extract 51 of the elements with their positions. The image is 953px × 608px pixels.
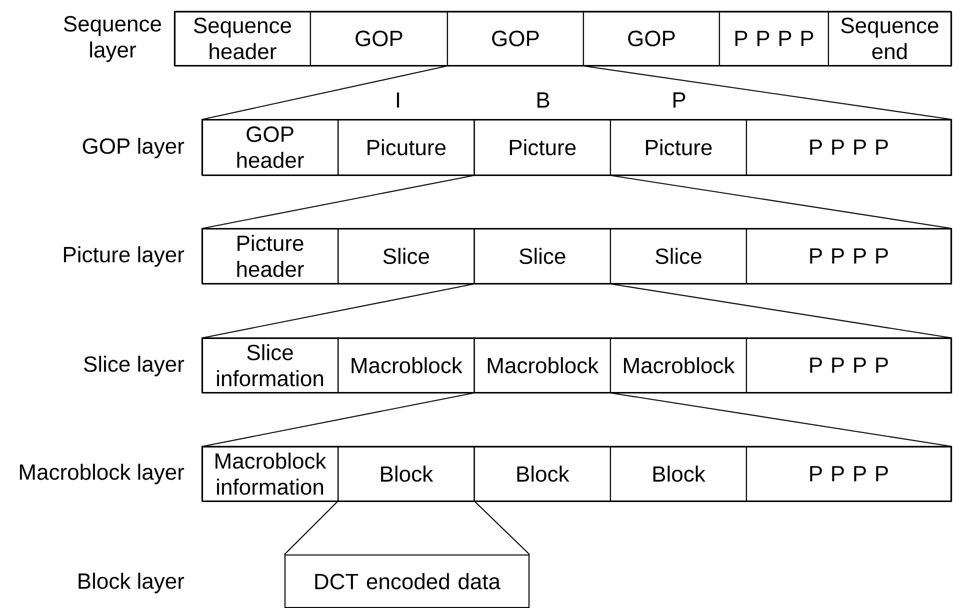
segment-box: P P P P <box>746 337 952 393</box>
segment-box: Sequence end <box>828 10 952 66</box>
expansion-line <box>610 392 952 447</box>
expansion-line <box>202 174 474 229</box>
segment-box: Slice <box>610 228 747 284</box>
segment-box: Block <box>338 446 475 502</box>
layer-label: Slice layer <box>84 356 184 376</box>
layer-bar <box>174 11 952 67</box>
layer-bar <box>202 338 952 394</box>
segment-box: Slice <box>338 228 475 284</box>
expansion-line <box>202 283 474 338</box>
segment-box: Block <box>610 446 747 502</box>
layer-label: GOP layer <box>82 138 184 158</box>
segment-box: Sequence header <box>174 10 311 66</box>
segment-box: Macroblock <box>474 337 611 393</box>
expansion-line <box>284 501 338 555</box>
layer-bar <box>202 446 952 502</box>
segment-box: P P P P <box>746 228 952 284</box>
segment-box: Slice information <box>201 337 339 393</box>
expansion-line <box>202 392 474 447</box>
layer-label: Block layer <box>78 572 184 594</box>
expansion-line <box>610 174 952 229</box>
picture-type-label: P <box>673 92 686 108</box>
expansion-line <box>584 65 952 120</box>
expansion-line <box>202 65 448 120</box>
segment-box: P P P P <box>746 118 952 176</box>
segment-box: Slice <box>474 228 611 284</box>
layer-label: Macroblock layer <box>20 464 184 484</box>
layer-label: Sequence layer <box>64 16 161 62</box>
segment-box: Macroblock <box>610 337 747 393</box>
segment-box: Picture <box>610 118 747 176</box>
expansion-line <box>610 283 952 338</box>
picture-type-label: I <box>396 92 400 108</box>
segment-box: Macroblock information <box>201 446 339 502</box>
segment-box: Picuture <box>338 118 475 176</box>
segment-box: GOP <box>310 10 448 66</box>
layer-bar <box>202 119 952 176</box>
segment-box: P P P P <box>746 446 952 502</box>
picture-type-label: B <box>537 92 550 108</box>
segment-box: P P P P <box>718 10 829 66</box>
segment-box: GOP <box>446 10 584 66</box>
data-box: DCT encoded data <box>284 554 530 608</box>
segment-box: Picture <box>474 118 611 176</box>
segment-box: Block <box>474 446 611 502</box>
segment-box: Picture header <box>201 228 339 284</box>
expansion-line <box>474 501 530 555</box>
segment-box: GOP header <box>201 118 339 176</box>
layer-bar <box>202 228 952 285</box>
segment-box: GOP <box>582 10 720 66</box>
segment-box: Macroblock <box>338 337 475 393</box>
layer-label: Picture layer <box>64 246 184 267</box>
